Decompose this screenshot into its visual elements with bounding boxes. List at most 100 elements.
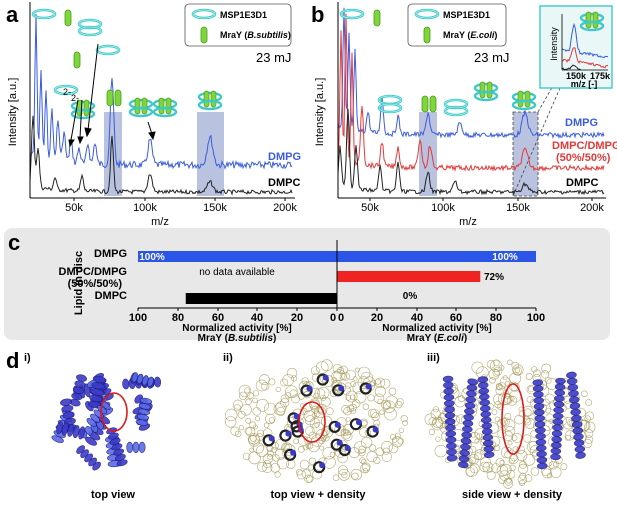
density-mesh — [268, 378, 276, 386]
density-mesh — [297, 445, 305, 453]
density-mesh — [357, 366, 371, 380]
panel-b-label-mixed-pct: (50%/50%) — [556, 152, 611, 164]
panel-a-arrows — [68, 43, 156, 148]
density-mesh — [305, 426, 315, 436]
density-mesh — [584, 421, 596, 433]
density-mesh — [320, 394, 327, 401]
density-mesh — [301, 469, 311, 479]
panel-b-energy: 23 mJ — [474, 50, 509, 65]
density-mesh — [517, 474, 528, 485]
density-mesh — [314, 388, 326, 399]
density-mesh — [268, 417, 275, 424]
panel-b-dmpc-trace — [338, 108, 605, 196]
density-mesh — [560, 463, 568, 471]
density-mesh — [506, 469, 516, 479]
density-mesh — [519, 472, 527, 480]
bar-ecoli-1 — [337, 271, 481, 282]
density-mesh — [345, 394, 352, 401]
panel-c-row-label: DMPC/DMPG — [59, 266, 127, 278]
density-mesh — [263, 428, 273, 438]
structure-top-view-density — [225, 359, 408, 483]
density-mesh — [255, 379, 268, 392]
density-mesh — [291, 394, 300, 404]
panel-a-protein-pair-icon — [106, 89, 122, 107]
density-mesh — [225, 416, 237, 428]
panel-a-band-2 — [197, 112, 224, 196]
panel-b-inset: Intensity 150k 175k m/z [-] — [539, 5, 613, 89]
panel-a-ylabel: Intensity [a.u.] — [7, 78, 19, 146]
density-mesh — [585, 411, 594, 421]
density-mesh — [323, 456, 336, 469]
bar-bsubtilis-2 — [185, 293, 337, 304]
density-mesh — [498, 476, 506, 484]
density-mesh — [349, 394, 356, 401]
density-mesh — [493, 366, 503, 376]
helix-ring — [344, 445, 351, 452]
density-mesh — [545, 413, 554, 422]
panel-a-complex-icon — [128, 96, 154, 118]
density-mesh — [304, 437, 313, 445]
inset-dmpc-trace — [562, 64, 581, 70]
density-mesh — [495, 385, 506, 396]
density-mesh — [341, 472, 348, 479]
density-mesh — [305, 415, 316, 426]
density-mesh — [370, 380, 377, 387]
density-mesh — [345, 417, 351, 422]
density-mesh — [499, 417, 508, 426]
density-mesh — [293, 438, 299, 445]
density-mesh — [366, 451, 378, 463]
binding-site-marker — [501, 383, 525, 455]
helix — [442, 375, 458, 462]
legend-protein-label: MraY (B.subtilis) — [220, 30, 291, 40]
density-mesh — [465, 467, 475, 477]
helix-ring — [338, 385, 345, 392]
density-mesh — [318, 437, 325, 445]
helix — [532, 379, 548, 470]
density-mesh — [373, 456, 381, 465]
density-mesh — [238, 384, 252, 398]
density-mesh — [524, 474, 533, 483]
density-mesh — [261, 382, 270, 391]
panel-d-caption: top view — [91, 489, 135, 501]
density-mesh — [332, 364, 342, 374]
structure-side-view-density — [424, 359, 596, 489]
density-mesh — [307, 464, 314, 471]
density-mesh — [341, 372, 350, 381]
inset-dmpg-trace — [562, 22, 608, 59]
bar-ecoli-0 — [337, 251, 536, 262]
density-mesh — [252, 397, 258, 404]
panel-b-protein-pair-icon — [421, 95, 437, 113]
panel-a-xlabel: m/z — [151, 216, 169, 228]
density-mesh — [337, 452, 348, 464]
density-mesh — [489, 377, 496, 384]
panel-a-xtick: 50k — [65, 202, 83, 214]
panel-a-disc-icon — [95, 44, 121, 56]
density-mesh — [270, 462, 281, 473]
density-mesh — [311, 373, 321, 382]
density-mesh — [252, 390, 259, 397]
density-mesh — [522, 416, 531, 424]
density-mesh — [507, 440, 513, 446]
helix-ring — [319, 462, 326, 469]
density-mesh — [369, 444, 377, 452]
density-mesh — [352, 381, 365, 394]
density-mesh — [435, 436, 441, 442]
density-mesh — [565, 434, 571, 441]
panel-a-protein-icon — [64, 9, 72, 27]
panel-d-sub-label: i) — [24, 352, 31, 364]
inset-xtick: 175k — [590, 71, 611, 81]
density-mesh — [267, 450, 274, 457]
density-mesh — [350, 407, 357, 414]
panel-c-right-xtick: 100 — [527, 312, 545, 324]
panel-a-charge: 2- — [71, 93, 79, 103]
density-mesh — [333, 369, 346, 382]
density-mesh — [341, 405, 350, 414]
density-mesh — [319, 445, 324, 451]
panel-c-left-xtick: 40 — [251, 312, 263, 324]
panel-c-ylabel: Lipid in disc — [73, 251, 85, 315]
density-mesh — [275, 401, 287, 413]
density-mesh — [388, 387, 397, 396]
density-mesh — [396, 398, 404, 406]
helix-ring — [268, 435, 275, 442]
